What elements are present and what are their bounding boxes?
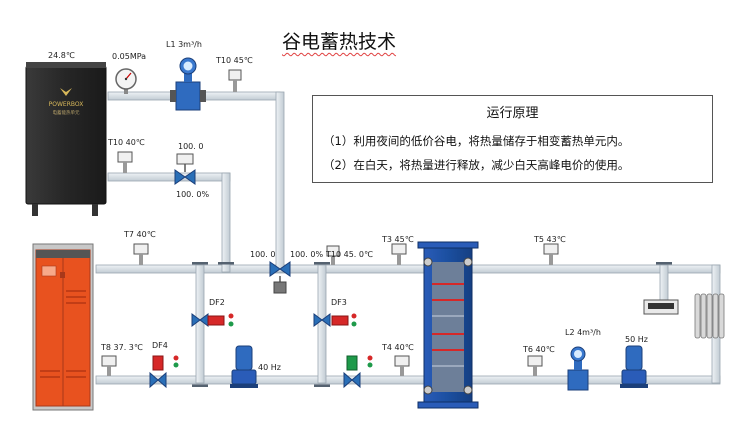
principle-heading: 运行原理 bbox=[486, 106, 539, 121]
pump-left-icon bbox=[230, 345, 258, 388]
pump-left-frequency: 40 Hz bbox=[258, 363, 281, 372]
valve-mid-value: 100. 0 bbox=[250, 250, 276, 259]
principle-line-2: （2）在白天，将热量进行释放，减少白天高峰电价的使用。 bbox=[323, 158, 630, 172]
sensor-t10-mid-icon bbox=[326, 245, 340, 265]
sensor-t8-icon bbox=[101, 355, 117, 376]
pump-right-frequency: 50 Hz bbox=[625, 335, 648, 344]
powerbox-storage-unit bbox=[25, 62, 107, 216]
pipe-main-supply bbox=[95, 264, 721, 274]
sensor-t10-left-icon bbox=[117, 151, 133, 173]
pipe-fan-drop bbox=[659, 264, 669, 306]
fan-coil-icon bbox=[643, 299, 679, 315]
df3-label: DF3 bbox=[331, 298, 347, 307]
df2-label: DF2 bbox=[209, 298, 225, 307]
sensor-t4-icon bbox=[394, 355, 410, 376]
solenoid-valve-df4-icon bbox=[149, 355, 179, 389]
radiator-icon bbox=[694, 293, 725, 339]
powerbox-subtitle: 电蓄能热单元 bbox=[53, 109, 80, 116]
sensor-t10-left-label: T10 40℃ bbox=[108, 138, 145, 147]
principle-line-1: （1）利用夜间的低价谷电，将热量储存于相变蓄热单元内。 bbox=[323, 134, 630, 148]
powerbox-logo-icon bbox=[60, 88, 72, 96]
principle-panel: 运行原理 （1）利用夜间的低价谷电，将热量储存于相变蓄热单元内。 （2）在白天，… bbox=[312, 95, 713, 183]
flowmeter-l1-label: L1 3m³/h bbox=[166, 40, 202, 49]
sensor-t6-label: T6 40℃ bbox=[523, 345, 555, 354]
sensor-t6-icon bbox=[527, 355, 543, 376]
sensor-t7-label: T7 40℃ bbox=[124, 230, 156, 239]
pipe-bypass-df3 bbox=[317, 264, 327, 384]
pressure-label: 0.05MPa bbox=[112, 52, 147, 61]
sensor-t3-label: T3 45℃ bbox=[382, 235, 414, 244]
pipe-top-return bbox=[107, 172, 231, 182]
pump-right-icon bbox=[620, 345, 648, 388]
solenoid-valve-df3-icon bbox=[313, 313, 357, 327]
regulating-valve-top-icon bbox=[174, 153, 196, 185]
sensor-t10-top-icon bbox=[228, 69, 242, 92]
valve-mid-percent: 100. 0% bbox=[290, 250, 324, 259]
electric-boiler-cabinet bbox=[32, 243, 94, 411]
sensor-t10-mid-label: T10 45. 0℃ bbox=[326, 250, 373, 259]
plate-heat-exchanger bbox=[417, 241, 479, 409]
pipe-riser-left bbox=[221, 172, 231, 273]
flowmeter-l2-icon bbox=[567, 346, 589, 391]
solenoid-valve-green-icon bbox=[343, 355, 373, 389]
powerbox-brand: POWERBOX bbox=[49, 101, 84, 108]
pressure-gauge-icon bbox=[115, 68, 137, 94]
ambient-temp-label: 24.8℃ bbox=[48, 51, 75, 60]
sensor-t4-label: T4 40℃ bbox=[382, 343, 414, 352]
flowmeter-l1-icon bbox=[170, 57, 206, 111]
valve-top-value: 100. 0 bbox=[178, 142, 204, 151]
valve-top-percent: 100. 0% bbox=[176, 190, 210, 199]
solenoid-valve-df2-icon bbox=[191, 313, 234, 327]
sensor-t5-icon bbox=[543, 243, 559, 265]
temperature-sensors bbox=[101, 69, 559, 376]
sensor-t8-label: T8 37. 3℃ bbox=[101, 343, 143, 352]
sensor-t5-label: T5 43℃ bbox=[534, 235, 566, 244]
df4-label: DF4 bbox=[152, 341, 168, 350]
page-title: 谷电蓄热技术 bbox=[282, 31, 397, 53]
sensor-t10-top-label: T10 45℃ bbox=[216, 56, 253, 65]
pipe-tees bbox=[192, 262, 672, 387]
sensor-t3-icon bbox=[391, 243, 407, 265]
pipe-riser-right bbox=[275, 91, 285, 273]
sensor-t7-icon bbox=[133, 243, 149, 265]
flowmeter-l2-label: L2 4m³/h bbox=[565, 328, 601, 337]
regulating-valve-mid-icon bbox=[269, 261, 291, 294]
pipe-bypass-df2 bbox=[195, 264, 205, 384]
